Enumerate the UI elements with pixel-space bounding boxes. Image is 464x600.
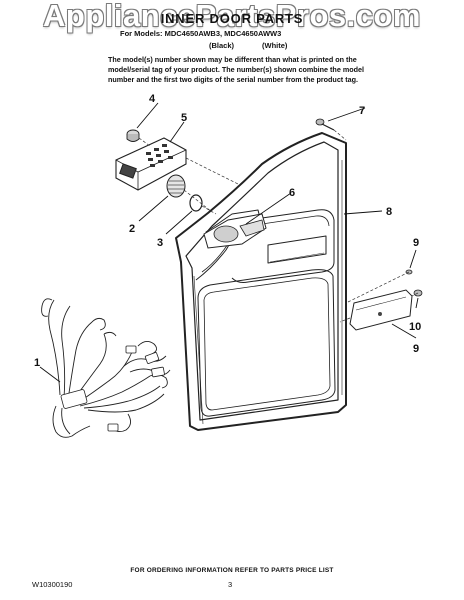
screw-part: [315, 118, 335, 131]
page-title: INNER DOOR PARTS: [160, 11, 304, 26]
callout-9-top: 9: [413, 237, 419, 249]
for-models-line: For Models: MDC4650AWB3, MDC4650AWW3: [120, 29, 282, 38]
model-number-disclaimer: The model(s) number shown may be differe…: [108, 55, 364, 84]
control-module-part: [115, 137, 187, 191]
page-number: 3: [228, 580, 233, 589]
wire-connectors: [60, 345, 165, 432]
callout-8: 8: [386, 206, 392, 218]
callout-1: 1: [34, 357, 40, 369]
callout-4: 4: [149, 93, 156, 105]
callout-3: 3: [157, 237, 163, 249]
knob-part: [126, 129, 140, 142]
detergent-dispenser-part: [203, 213, 267, 249]
callout-5: 5: [181, 112, 187, 124]
document-number: W10300190: [32, 580, 73, 589]
inner-door-panel: [175, 132, 347, 431]
callout-6: 6: [289, 187, 295, 199]
callout-7: 7: [359, 105, 365, 117]
callout-2: 2: [129, 223, 135, 235]
color-label-white: (White): [262, 41, 288, 50]
callout-10: 10: [409, 321, 421, 333]
assembly-guide-lines: [138, 129, 419, 323]
callout-leader-lines: [39, 102, 419, 383]
vent-grille-part: [166, 174, 186, 198]
color-label-black: (Black): [209, 41, 235, 50]
ordering-note: FOR ORDERING INFORMATION REFER TO PARTS …: [130, 567, 334, 574]
o-ring-part: [189, 194, 203, 212]
callout-9-bottom: 9: [413, 343, 419, 355]
wire-harness-part: [41, 298, 171, 438]
watermark-text: AppliancePartsPros.com: [43, 0, 421, 33]
